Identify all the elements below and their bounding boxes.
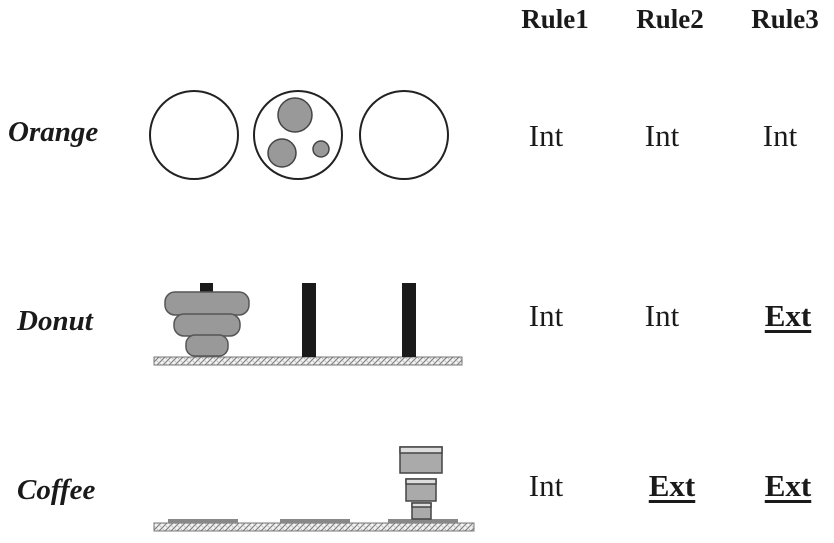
orange-circle-1: [149, 90, 239, 180]
coffee-cup-medium-rim: [405, 478, 437, 485]
orange-circle-3: [359, 90, 449, 180]
cell-orange-rule2: Int: [644, 118, 680, 153]
cell-orange-rule3: Int: [762, 118, 798, 153]
coffee-tray: [153, 522, 475, 532]
donut-stack-small: [185, 334, 229, 357]
orange-segment-small: [312, 140, 330, 158]
coffee-saucer-3: [388, 519, 458, 523]
orange-icon: [149, 90, 449, 180]
row-label-orange: Orange: [8, 116, 99, 148]
row-label-coffee: Coffee: [17, 474, 96, 506]
cell-coffee-rule3: Ext: [764, 468, 812, 503]
coffee-saucer-1: [168, 519, 238, 523]
cell-donut-rule1: Int: [528, 298, 564, 333]
coffee-saucer-2: [280, 519, 350, 523]
donut-tray: [153, 356, 463, 366]
donut-stack-large: [164, 291, 250, 316]
donut-icon: [153, 283, 463, 366]
cell-orange-rule1: Int: [528, 118, 564, 153]
orange-segment-medium: [267, 138, 297, 168]
donut-peg-2: [302, 283, 316, 357]
column-header-rule1: Rule1: [521, 4, 589, 34]
donut-stack-medium: [173, 313, 241, 337]
orange-segment-large: [277, 97, 313, 133]
cell-coffee-rule2: Ext: [648, 468, 696, 503]
coffee-cup-small-rim: [411, 502, 432, 508]
column-header-rule3: Rule3: [751, 4, 819, 34]
cell-donut-rule2: Int: [644, 298, 680, 333]
donut-peg-3: [402, 283, 416, 357]
cell-donut-rule3: Ext: [764, 298, 812, 333]
row-label-donut: Donut: [17, 305, 93, 337]
cell-coffee-rule1: Int: [528, 468, 564, 503]
coffee-cup-large-rim: [399, 446, 443, 454]
coffee-icon: [153, 446, 475, 532]
column-header-rule2: Rule2: [636, 4, 704, 34]
